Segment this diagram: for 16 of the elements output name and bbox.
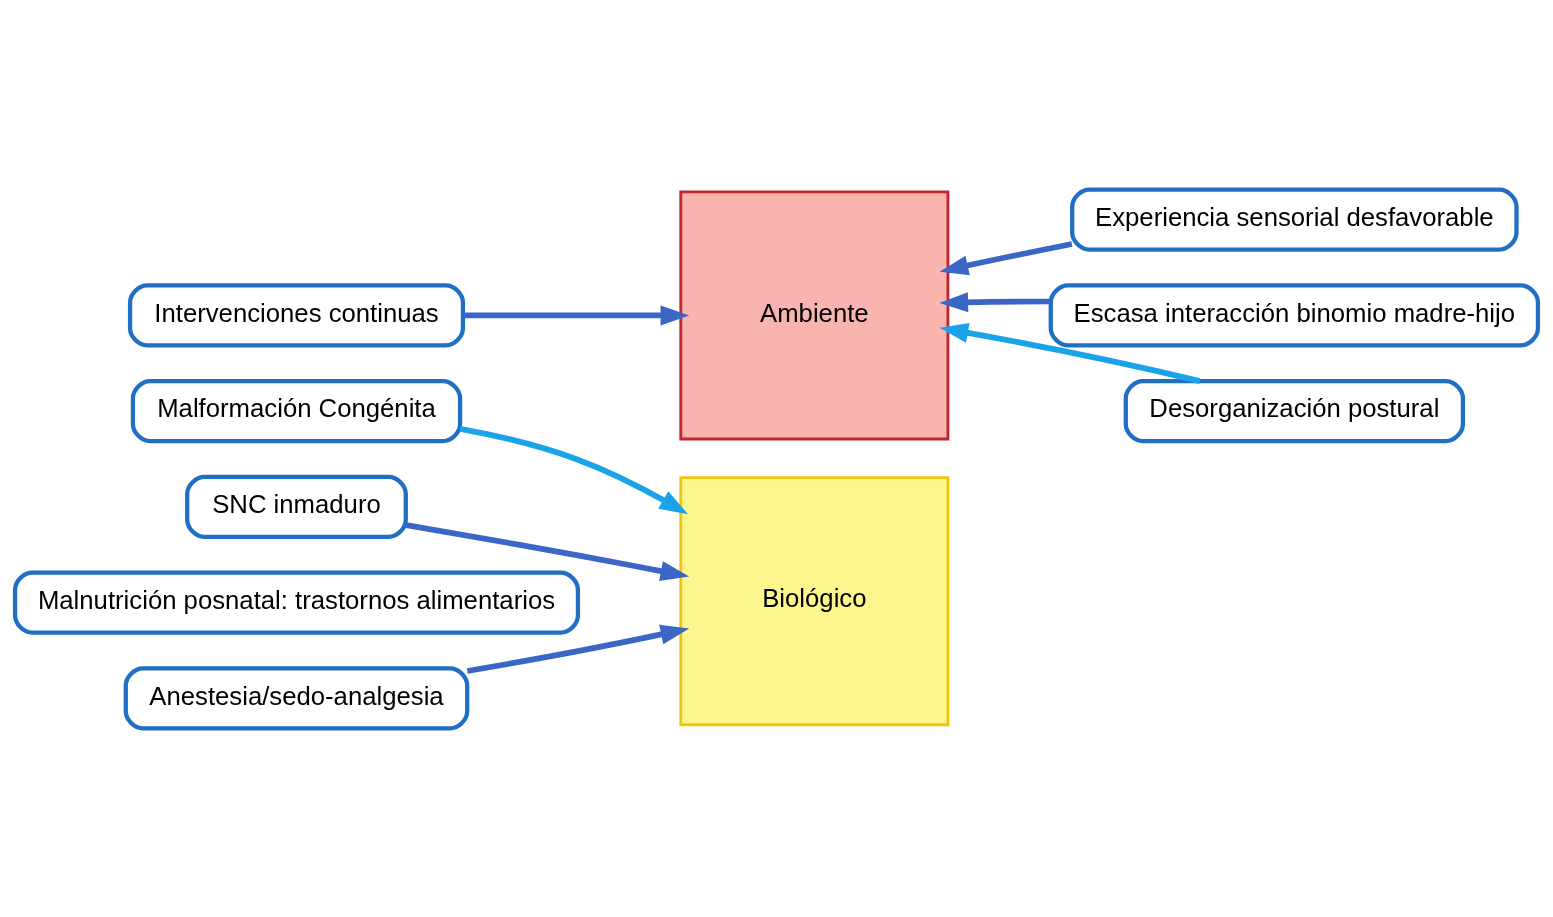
node-box: Ambiente: [679, 189, 950, 440]
node-box: Biológico: [679, 475, 950, 726]
node-box: Anestesia/sedo-analgesia: [123, 665, 470, 730]
node-box: SNC inmaduro: [185, 474, 408, 539]
node-box: Desorganización postural: [1123, 378, 1466, 443]
arrow: [939, 291, 1051, 312]
arrow: [459, 425, 689, 514]
node-box: Escasa interacción binomio madre-hijo: [1048, 282, 1541, 348]
node-box: Experiencia sensorial desfavorable: [1070, 187, 1519, 252]
arrow: [466, 624, 690, 674]
node-box: Malnutrición posnatal: trastornos alimentarios: [12, 569, 581, 635]
arrow: [939, 240, 1073, 275]
arrow: [463, 304, 690, 325]
arrow: [405, 521, 690, 581]
node-box: Malformación Congénita: [130, 378, 463, 443]
node-box: Intervenciones continuas: [127, 282, 466, 348]
